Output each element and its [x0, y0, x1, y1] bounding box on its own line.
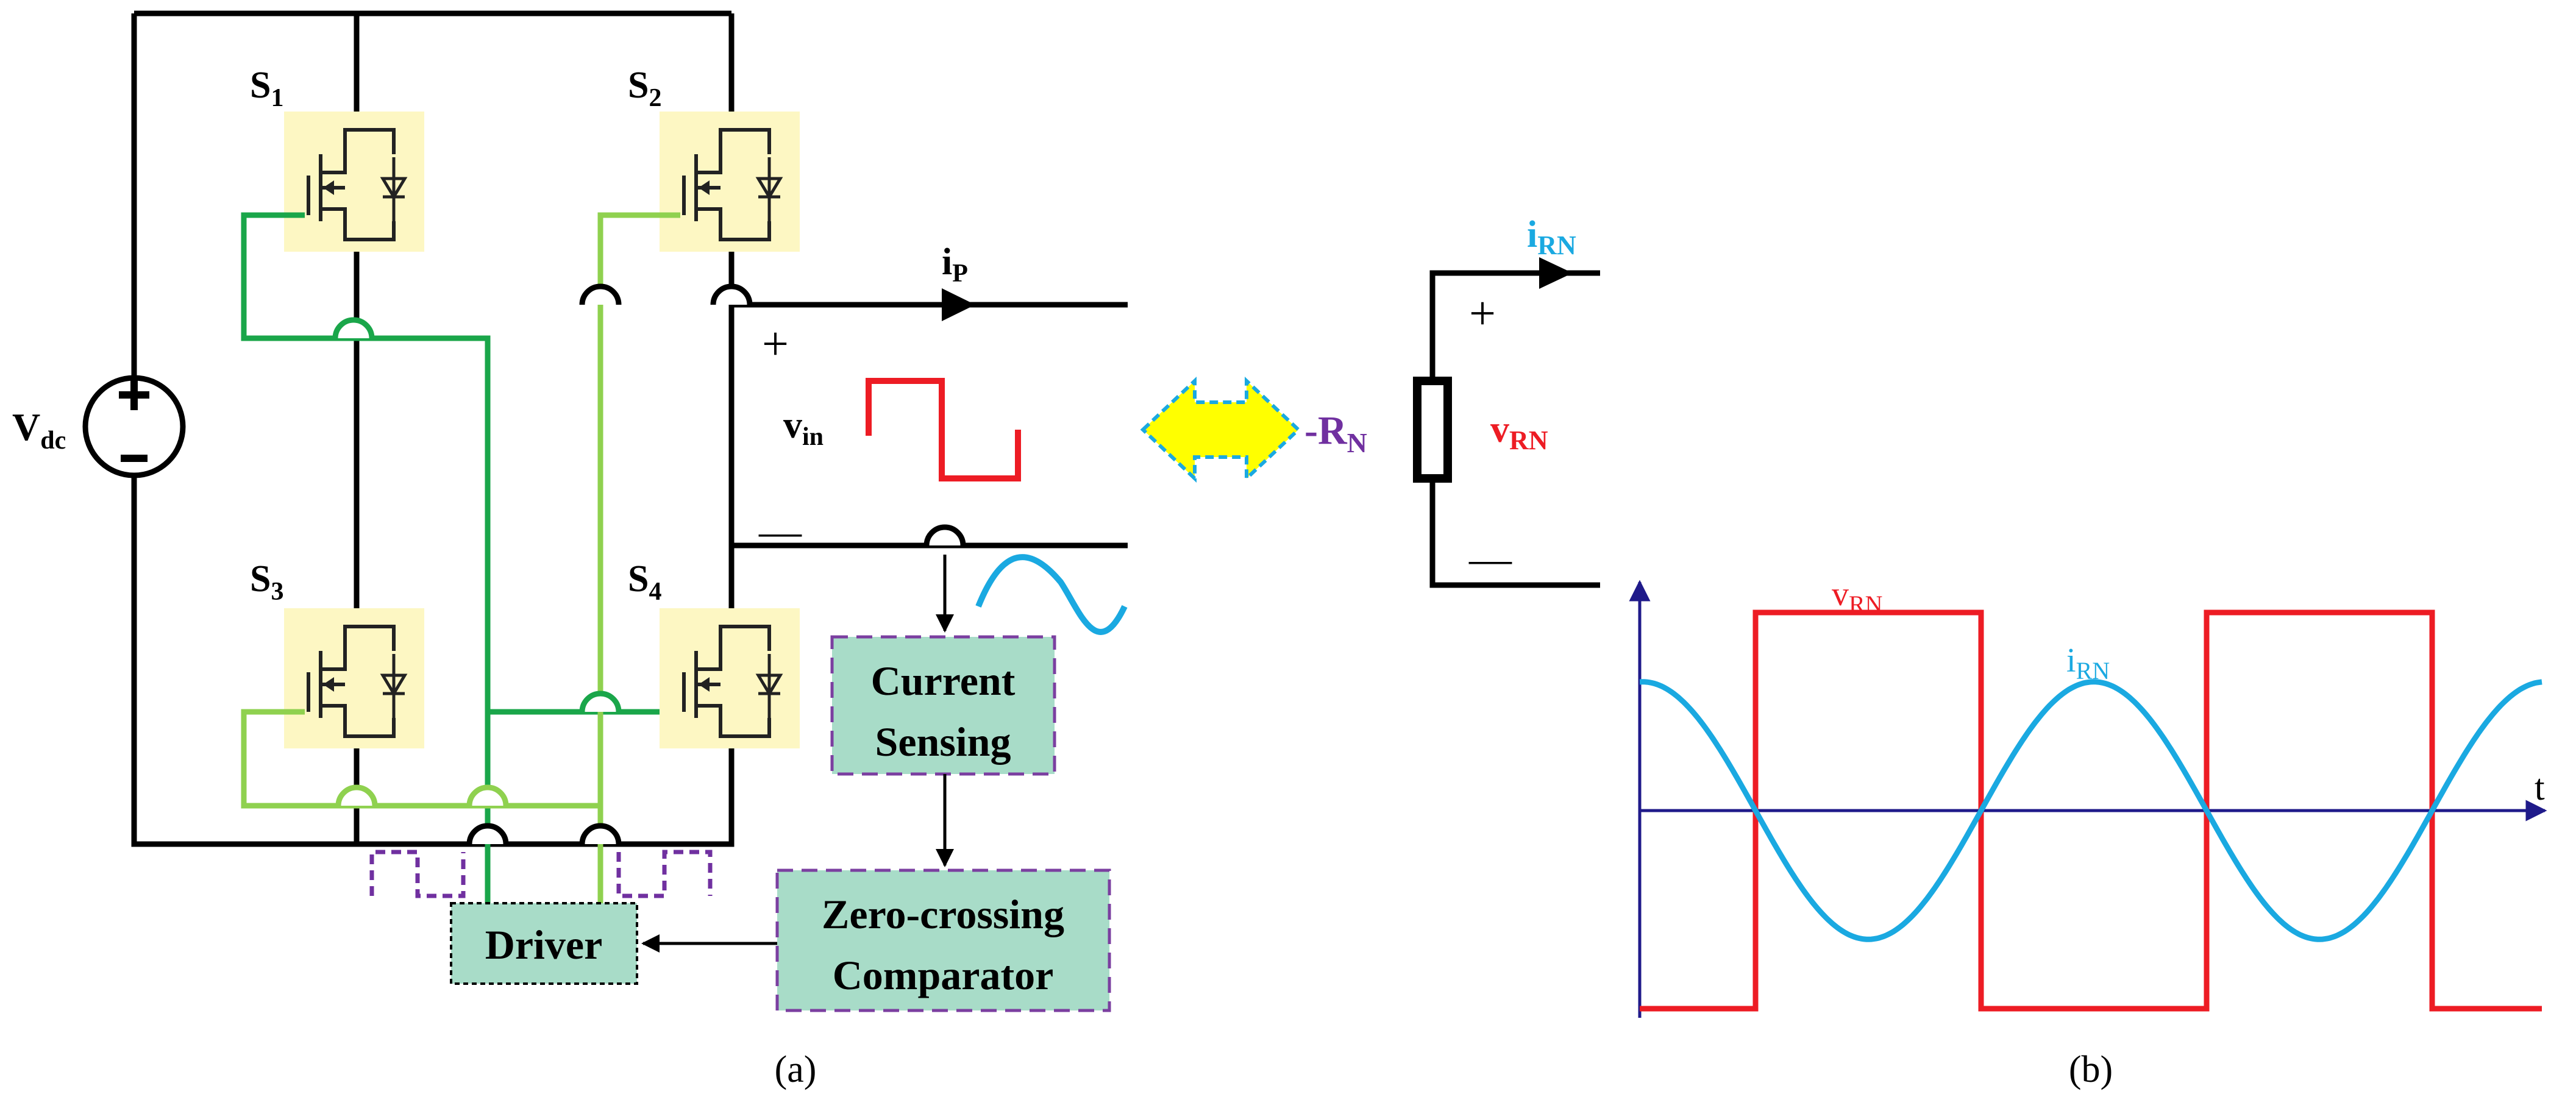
current-sine-wave — [975, 554, 1128, 635]
s3-label: S3 — [250, 558, 283, 606]
vin-plus: + — [762, 317, 789, 370]
ip-label: iP — [942, 241, 968, 288]
equivalence-double-arrow-icon — [1140, 377, 1301, 483]
current-arrow-icon — [942, 288, 975, 321]
gate-pulse-left — [369, 850, 466, 898]
hop-2 — [579, 283, 622, 305]
gate-pulse-right — [616, 850, 713, 898]
switch-s1-icon — [284, 112, 424, 252]
driver-block — [450, 902, 638, 985]
driver-label: Driver — [485, 922, 603, 968]
equivalent-minus: — — [1468, 536, 1512, 583]
equivalent-plus: + — [1469, 286, 1496, 339]
negative-resistance-equivalent: -RN iRN + vRN — — [1304, 214, 1600, 588]
zero-crossing-comparator-block — [775, 868, 1111, 1012]
bridge-wiring — [131, 10, 1128, 847]
hop-3 — [710, 283, 753, 305]
vin-label: vin — [783, 405, 824, 451]
irn-arrow-icon — [1539, 257, 1573, 289]
caption-b: (b) — [2069, 1049, 2113, 1090]
hop-1 — [332, 317, 375, 339]
vin-minus: — — [758, 508, 802, 555]
current-sensing-line1: Current — [871, 658, 1016, 704]
hop-4 — [579, 691, 622, 712]
switch-s3-icon — [284, 608, 424, 748]
vdc-label: Vdc — [12, 405, 66, 455]
h-bridge-circuit: Vdc S1 S2 S3 S4 iP + — vin — [12, 10, 1128, 1012]
hop-9 — [923, 524, 966, 546]
vrn-label: vRN — [1490, 409, 1548, 455]
hop-8 — [579, 823, 622, 845]
neg-r-label: -RN — [1304, 408, 1367, 458]
vin-square-wave — [866, 378, 1021, 481]
irn-sine-wave-series — [1639, 679, 2542, 942]
switch-s4-icon — [660, 608, 800, 748]
hop-6 — [466, 784, 509, 806]
gate-wire-s1-s4 — [241, 212, 660, 908]
s4-label: S4 — [628, 558, 661, 606]
waveform-chart: t vRN iRN — [1629, 575, 2547, 1018]
dc-voltage-source — [82, 375, 186, 478]
s1-label: S1 — [250, 65, 283, 112]
gate-wire-s2-s3 — [241, 212, 680, 908]
x-axis-label: t — [2535, 767, 2545, 808]
irn-series-label: iRN — [2066, 642, 2110, 684]
vrn-series-label: vRN — [1832, 575, 1883, 618]
comparator-line2: Comparator — [833, 952, 1054, 998]
switch-s2-icon — [660, 112, 800, 252]
hop-5 — [335, 784, 378, 806]
hop-7 — [466, 823, 509, 845]
comparator-line1: Zero-crossing — [822, 891, 1064, 937]
irn-label: iRN — [1527, 214, 1576, 260]
caption-a: (a) — [775, 1049, 817, 1090]
current-sensing-line2: Sensing — [875, 719, 1011, 765]
s2-label: S2 — [628, 65, 661, 112]
negative-resistor-icon — [1413, 377, 1452, 483]
